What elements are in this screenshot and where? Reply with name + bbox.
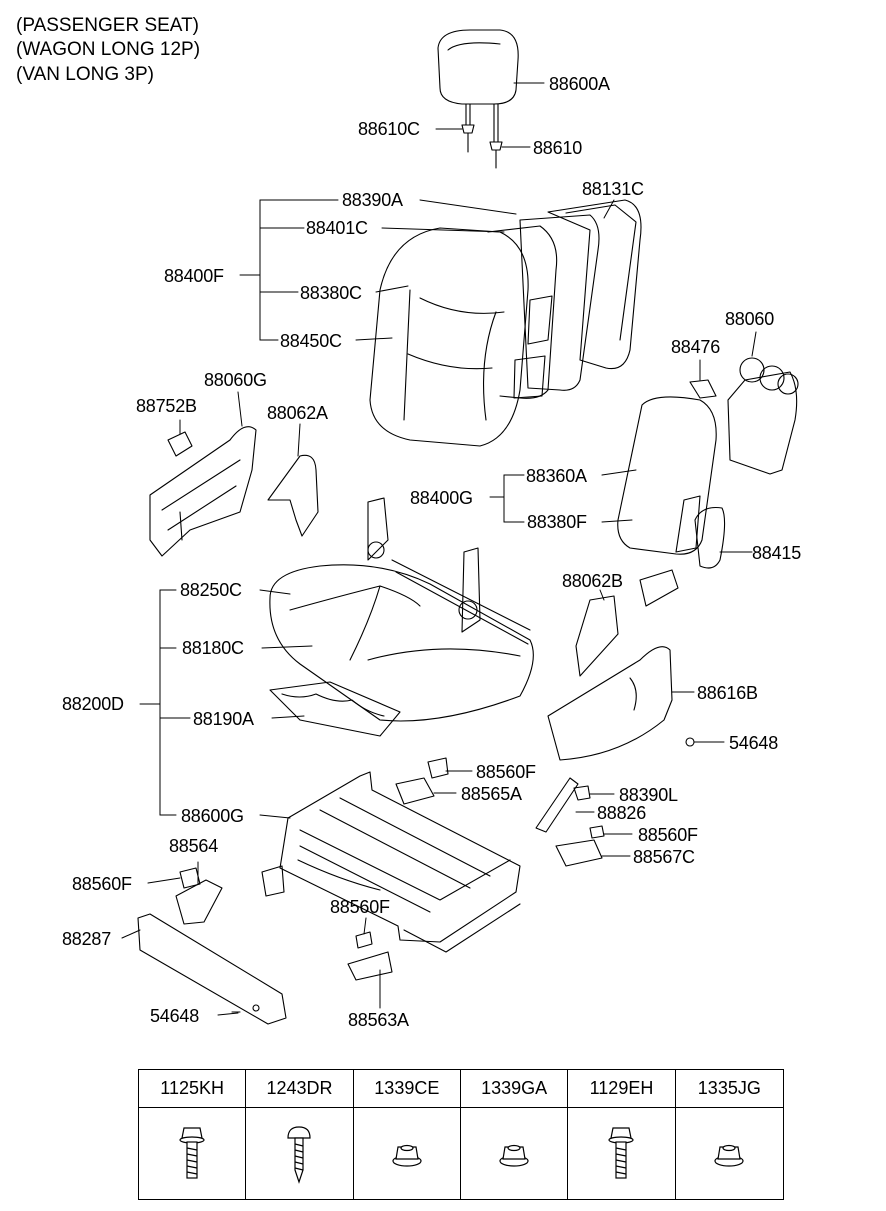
label-54648-right: 54648 bbox=[729, 733, 779, 753]
label-88062B: 88062B bbox=[562, 571, 623, 591]
label-88400G: 88400G bbox=[410, 488, 473, 508]
headrest-drawing bbox=[437, 29, 519, 169]
label-88565A: 88565A bbox=[461, 784, 522, 804]
label-88476: 88476 bbox=[671, 337, 721, 357]
label-88564: 88564 bbox=[169, 836, 219, 856]
armrest-drawing bbox=[617, 357, 799, 607]
label-88600A: 88600A bbox=[549, 74, 610, 94]
label-88567C: 88567C bbox=[633, 847, 695, 867]
seat-cushion-drawing bbox=[269, 497, 534, 737]
label-88560F-center: 88560F bbox=[330, 897, 390, 917]
label-54648-left: 54648 bbox=[150, 1006, 200, 1026]
label-88180C: 88180C bbox=[182, 638, 244, 658]
fastener-cell bbox=[354, 1108, 461, 1199]
label-88450C: 88450C bbox=[280, 331, 342, 351]
label-88287: 88287 bbox=[62, 929, 112, 949]
header-passenger-seat: (PASSENGER SEAT) bbox=[16, 15, 199, 36]
header-van-long: (VAN LONG 3P) bbox=[16, 64, 154, 85]
label-88401C: 88401C bbox=[306, 218, 368, 238]
fastener-header: 1339CE bbox=[353, 1070, 461, 1108]
fastener-header: 1129EH bbox=[568, 1070, 676, 1108]
flange-nut-icon bbox=[499, 1144, 529, 1167]
header-wagon-long: (WAGON LONG 12P) bbox=[16, 39, 201, 60]
fastener-cell bbox=[461, 1108, 569, 1199]
label-88415: 88415 bbox=[752, 543, 802, 563]
flange-bolt-icon bbox=[179, 1126, 205, 1179]
label-88200D: 88200D bbox=[62, 694, 124, 714]
label-88062A: 88062A bbox=[267, 403, 328, 423]
seat-track-drawing bbox=[261, 771, 521, 953]
label-88616B: 88616B bbox=[697, 683, 758, 703]
fastener-header: 1339GA bbox=[461, 1070, 569, 1108]
label-88400F: 88400F bbox=[164, 266, 224, 286]
flange-nut-icon bbox=[714, 1144, 744, 1167]
label-88560F-left: 88560F bbox=[72, 874, 132, 894]
fastener-cell bbox=[246, 1108, 354, 1199]
label-88560F-upper: 88560F bbox=[476, 762, 536, 782]
leader-lines bbox=[121, 82, 757, 1016]
label-88390L: 88390L bbox=[619, 785, 678, 805]
label-88380F: 88380F bbox=[527, 512, 587, 532]
fastener-header: 1243DR bbox=[246, 1070, 354, 1108]
label-88060G: 88060G bbox=[204, 370, 267, 390]
side-cover-drawing bbox=[547, 646, 695, 761]
label-88060: 88060 bbox=[725, 309, 775, 329]
label-88390A: 88390A bbox=[342, 190, 403, 210]
seatback-drawing bbox=[369, 199, 642, 447]
fastener-cell bbox=[676, 1108, 783, 1199]
label-88600G: 88600G bbox=[181, 806, 244, 826]
label-88250C: 88250C bbox=[180, 580, 242, 600]
tapping-screw-icon bbox=[287, 1125, 312, 1184]
flange-nut-icon bbox=[392, 1144, 422, 1167]
brackets-drawing bbox=[137, 757, 605, 1025]
label-88563A: 88563A bbox=[348, 1010, 409, 1030]
label-88360A: 88360A bbox=[526, 466, 587, 486]
fastener-table: 1125KH 1243DR 1339CE 1339GA 1129EH 1335J… bbox=[138, 1069, 784, 1200]
flange-bolt-icon bbox=[608, 1126, 635, 1179]
fastener-cell bbox=[568, 1108, 676, 1199]
label-88190A: 88190A bbox=[193, 709, 254, 729]
side-shield-drawing bbox=[149, 426, 619, 677]
label-88380C: 88380C bbox=[300, 283, 362, 303]
label-88610: 88610 bbox=[533, 138, 583, 158]
fastener-header: 1125KH bbox=[139, 1070, 247, 1108]
label-88610C: 88610C bbox=[358, 119, 420, 139]
label-88752B: 88752B bbox=[136, 396, 197, 416]
fastener-cell bbox=[139, 1108, 247, 1199]
fastener-header: 1335JG bbox=[675, 1070, 783, 1108]
label-88560F-right: 88560F bbox=[638, 825, 698, 845]
label-88826: 88826 bbox=[597, 803, 647, 823]
label-88131C: 88131C bbox=[582, 179, 644, 199]
